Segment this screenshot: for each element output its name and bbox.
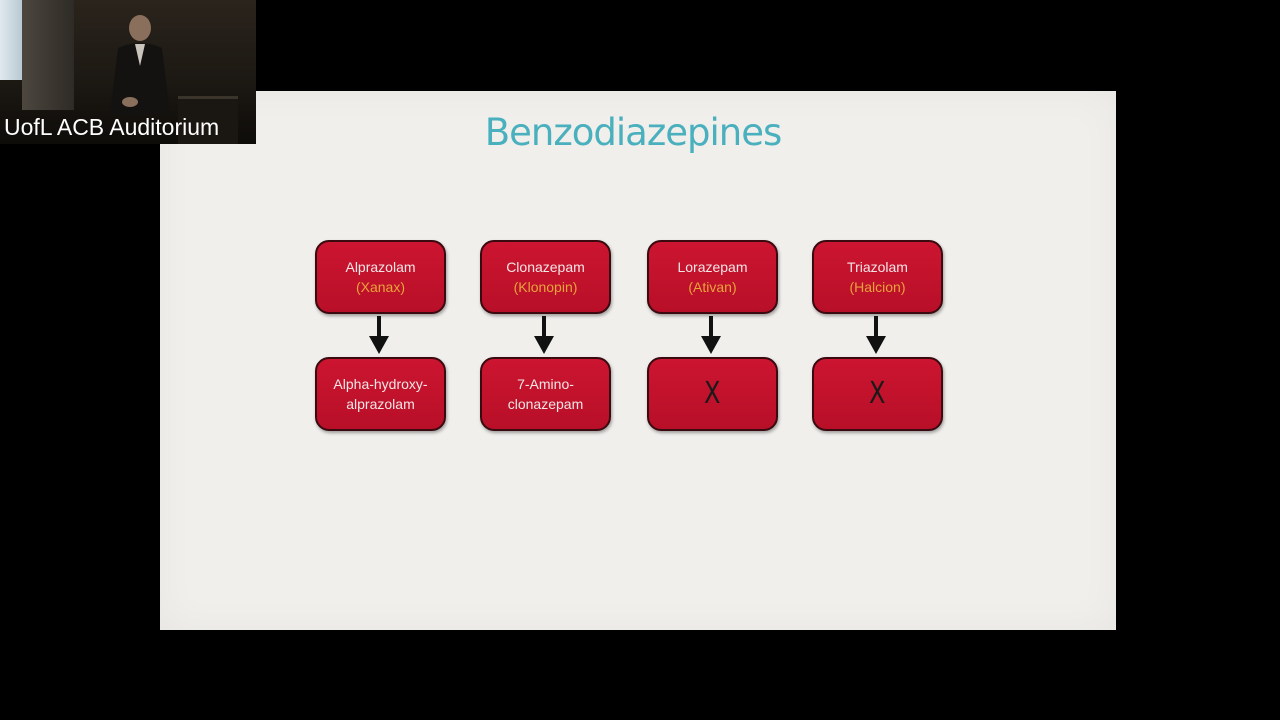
drug-name: Triazolam [847,259,908,275]
flow-column-lorazepam: Lorazepam (Ativan) X [647,240,778,432]
camera-location-label: UofL ACB Auditorium [4,114,220,140]
flow-column-clonazepam: Clonazepam (Klonopin) 7-Amino- clonazepa… [480,240,611,432]
drug-name: Alprazolam [345,259,416,275]
metabolite-name-line2: alprazolam [346,396,415,412]
metabolite-name-line2: clonazepam [507,396,584,412]
presentation-slide: Benzodiazepines Alprazolam (Xanax) Alpha… [160,91,1116,630]
flow-column-triazolam: Triazolam (Halcion) X [812,240,943,432]
metabolite-box: X [647,357,778,431]
metabolite-name-line1: 7-Amino- [517,376,574,392]
down-arrow-icon [534,316,554,354]
drug-name: Clonazepam [506,259,585,275]
drug-name: Lorazepam [677,259,748,275]
brand-name: (Xanax) [355,279,406,295]
brand-name: (Ativan) [688,279,737,295]
down-arrow-icon [369,316,389,354]
metabolite-box: Alpha-hydroxy- alprazolam [315,357,446,431]
drug-box: Alprazolam (Xanax) [315,240,446,314]
brand-name: (Klonopin) [513,279,578,295]
camera-projection-screen [0,0,22,80]
down-arrow-icon [866,316,886,354]
down-arrow-icon [701,316,721,354]
metabolite-box: 7-Amino- clonazepam [480,357,611,431]
no-metabolite-x: X [704,376,721,411]
metabolite-name-line1: Alpha-hydroxy- [333,376,428,392]
slide-title: Benzodiazepines [484,111,783,154]
drug-box: Triazolam (Halcion) [812,240,943,314]
drug-box: Clonazepam (Klonopin) [480,240,611,314]
speaker-figure-icon [110,15,170,114]
drug-box: Lorazepam (Ativan) [647,240,778,314]
camera-wall-panel [22,0,74,110]
no-metabolite-x: X [869,376,886,411]
brand-name: (Halcion) [849,279,906,295]
metabolite-box: X [812,357,943,431]
camera-podium [178,96,238,144]
speaker-camera-inset: UofL ACB Auditorium [0,0,256,144]
flow-column-alprazolam: Alprazolam (Xanax) Alpha-hydroxy- alpraz… [315,240,446,432]
